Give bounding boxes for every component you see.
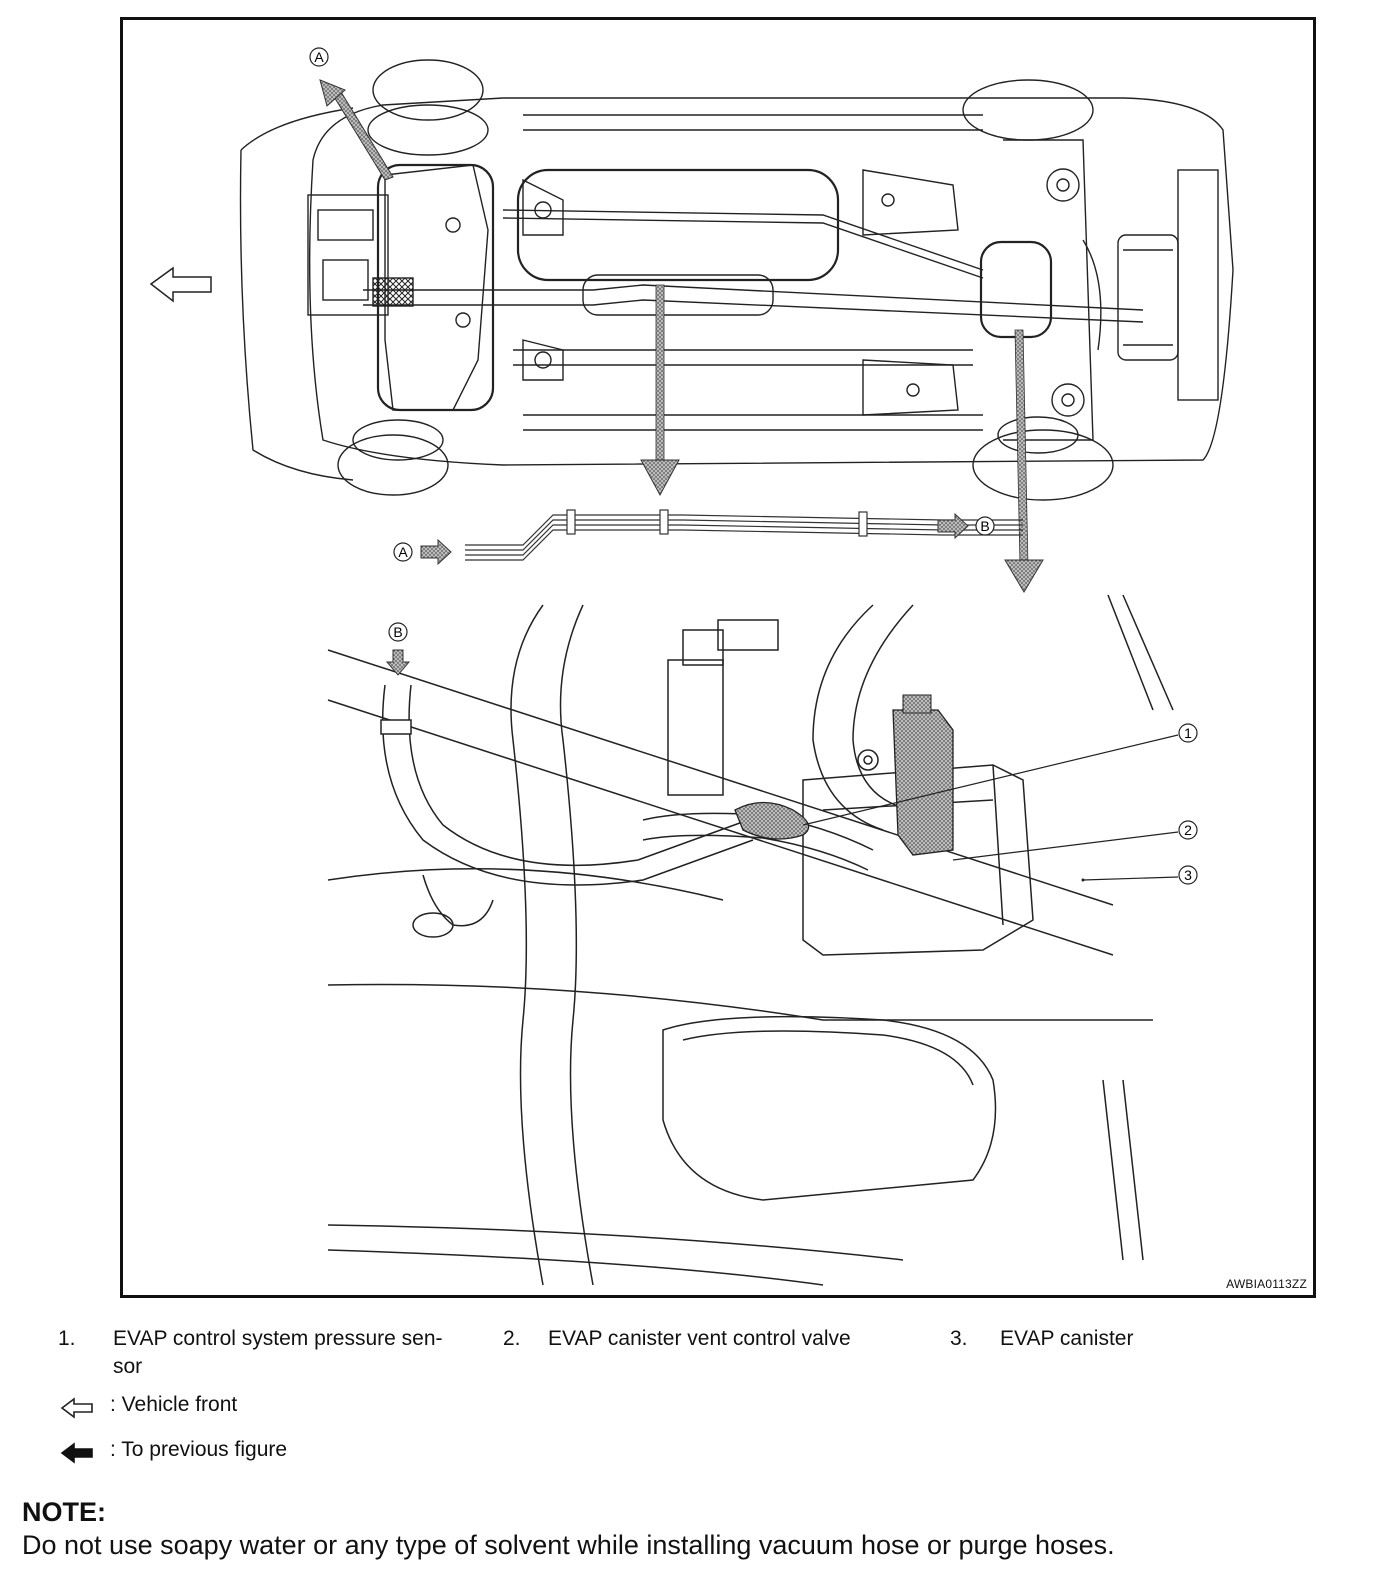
vehicle-underbody xyxy=(239,59,1234,501)
svg-text:A: A xyxy=(314,49,324,65)
legend-number: 2. xyxy=(503,1327,521,1350)
svg-text:B: B xyxy=(393,624,402,640)
svg-text:2: 2 xyxy=(1184,822,1192,838)
legend-number: 3. xyxy=(950,1327,968,1350)
svg-text:3: 3 xyxy=(1184,867,1192,883)
solid-arrow-left-icon xyxy=(60,1442,93,1464)
legend-symbol-text: : To previous figure xyxy=(110,1438,288,1461)
detail-view xyxy=(327,594,1174,1286)
arrow-a-in: A xyxy=(393,538,452,566)
svg-text:B: B xyxy=(980,518,989,534)
arrow-to-detail xyxy=(1004,329,1044,593)
note-text: Do not use soapy water or any type of so… xyxy=(22,1530,1115,1560)
callout-a-top: A xyxy=(309,47,329,67)
legend-text: EVAP canister xyxy=(1000,1327,1134,1350)
legend-symbol-text: : Vehicle front xyxy=(110,1393,238,1416)
vent-control-valve-part xyxy=(892,694,954,856)
figure-id: AWBIA0113ZZ xyxy=(1226,1277,1307,1291)
underbody-illustration: A A B xyxy=(149,47,1234,1286)
arrow-b-detail: B xyxy=(385,622,411,676)
callout-1: 1 xyxy=(802,723,1198,826)
legend-number: 1. xyxy=(58,1327,76,1350)
svg-text:A: A xyxy=(398,544,408,560)
legend-text-cont: sor xyxy=(113,1355,143,1378)
callout-2: 2 xyxy=(952,820,1198,861)
legend-text: EVAP canister vent control valve xyxy=(548,1327,851,1350)
vehicle-front-arrow-icon xyxy=(149,266,212,303)
outline-arrow-left-icon xyxy=(60,1397,93,1419)
legend-text: EVAP control system pressure sen- xyxy=(113,1327,443,1350)
illustration-frame: A A B xyxy=(120,17,1316,1298)
pressure-sensor-part xyxy=(734,801,810,840)
callout-3: 3 xyxy=(1081,865,1198,885)
fuel-line-strip xyxy=(465,509,1023,561)
svg-text:1: 1 xyxy=(1184,725,1192,741)
arrow-to-fuel-lines xyxy=(640,284,680,497)
arrow-b-out: B xyxy=(937,512,995,540)
arrow-to-a xyxy=(319,79,394,181)
note-title: NOTE: xyxy=(22,1497,106,1527)
